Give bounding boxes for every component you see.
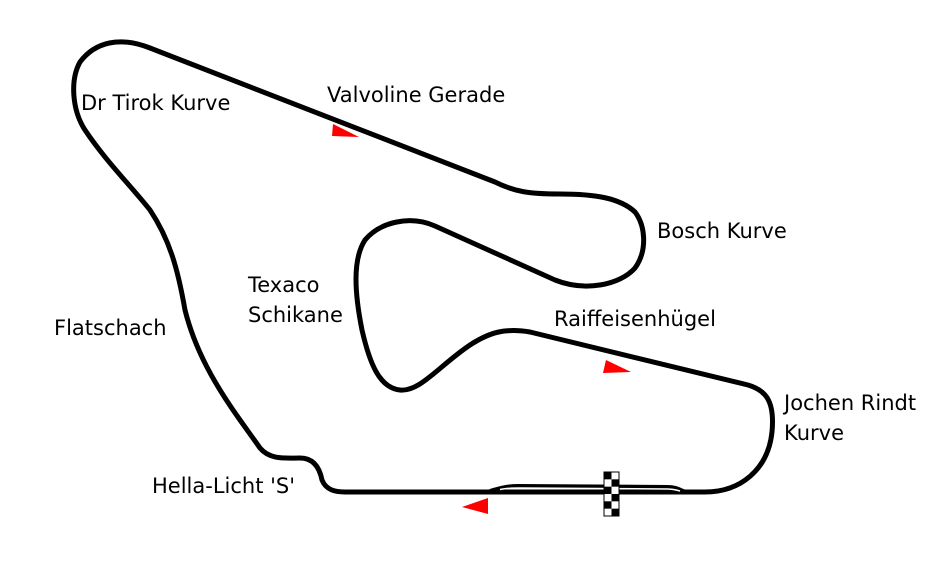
flag-square bbox=[604, 486, 612, 494]
flag-square bbox=[611, 493, 619, 502]
flag-square bbox=[611, 479, 619, 487]
label-kurve: Kurve bbox=[784, 421, 845, 445]
label-raiffeisenhuegel: Raiffeisenhügel bbox=[554, 307, 716, 331]
direction-arrow-raiffeisen bbox=[603, 360, 631, 373]
label-flatschach: Flatschach bbox=[54, 316, 167, 340]
track-outline bbox=[71, 39, 776, 495]
pit-lane-inner bbox=[499, 487, 681, 492]
label-jochen-rindt: Jochen Rindt bbox=[784, 391, 917, 415]
label-schikane: Schikane bbox=[248, 303, 343, 327]
label-texaco: Texaco bbox=[248, 273, 320, 297]
direction-arrow-valvoline bbox=[332, 124, 359, 137]
flag-square bbox=[604, 472, 612, 480]
label-valvoline-gerade: Valvoline Gerade bbox=[327, 83, 506, 107]
pit-lane bbox=[489, 483, 687, 494]
direction-arrow-main-straight bbox=[462, 498, 488, 514]
label-bosch-kurve: Bosch Kurve bbox=[657, 219, 787, 243]
label-hella-licht-s: Hella-Licht 'S' bbox=[152, 474, 296, 498]
flag-square bbox=[604, 501, 612, 509]
label-dr-tirok-kurve: Dr Tirok Kurve bbox=[81, 91, 231, 115]
start-finish-flag bbox=[603, 471, 620, 517]
flag-square bbox=[611, 508, 619, 516]
